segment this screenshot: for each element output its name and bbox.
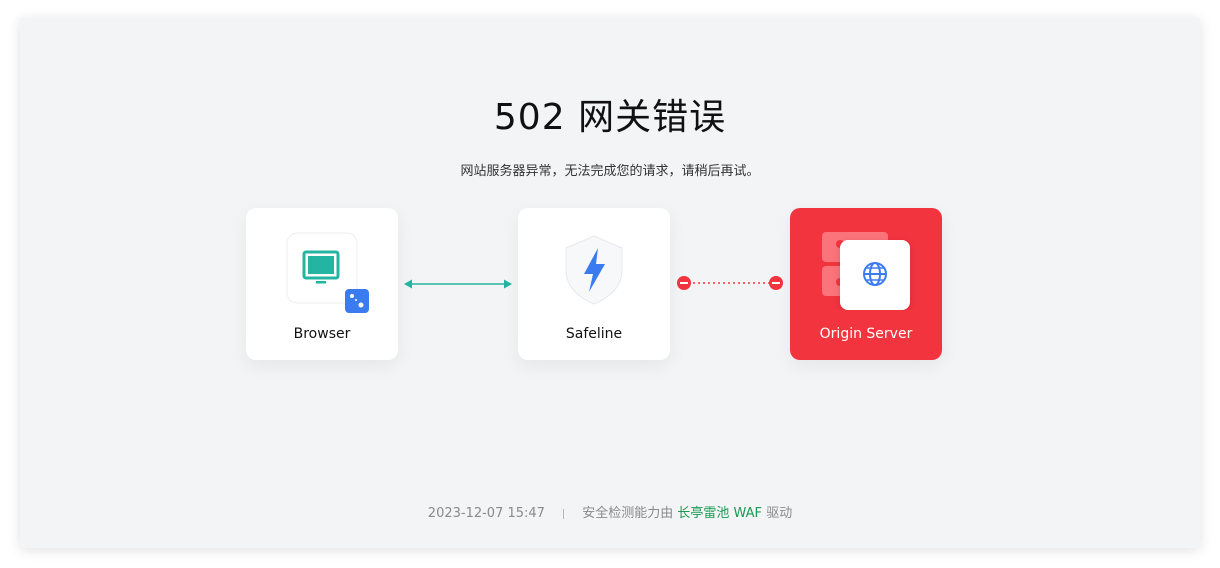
monitor-icon	[286, 232, 372, 316]
safeline-card: Safeline	[518, 208, 670, 360]
page-title: 502 网关错误	[493, 97, 727, 138]
browser-label: Browser	[293, 326, 351, 342]
double-arrow-icon	[404, 277, 512, 291]
broken-link-icon	[676, 275, 784, 291]
brand-link[interactable]: 长亭雷池 WAF	[677, 506, 763, 521]
powered-suffix: 驱动	[766, 506, 793, 521]
shield-bolt-icon	[562, 234, 626, 306]
error-page: 502 网关错误 网站服务器异常，无法完成您的请求，请稍后再试。 Browser	[20, 18, 1200, 548]
browser-card: Browser	[246, 208, 398, 360]
timestamp: 2023-12-07 15:47	[427, 506, 545, 521]
page-subtitle: 网站服务器异常，无法完成您的请求，请稍后再试。	[460, 164, 760, 179]
safeline-label: Safeline	[565, 326, 623, 342]
origin-server-label: Origin Server	[819, 326, 913, 342]
origin-server-card: Origin Server	[790, 208, 942, 360]
powered-prefix: 安全检测能力由	[582, 506, 674, 521]
footer-divider	[563, 508, 565, 519]
globe-server-icon	[820, 230, 916, 310]
footer: 2023-12-07 15:47 安全检测能力由 长亭雷池 WAF 驱动	[20, 502, 1200, 521]
